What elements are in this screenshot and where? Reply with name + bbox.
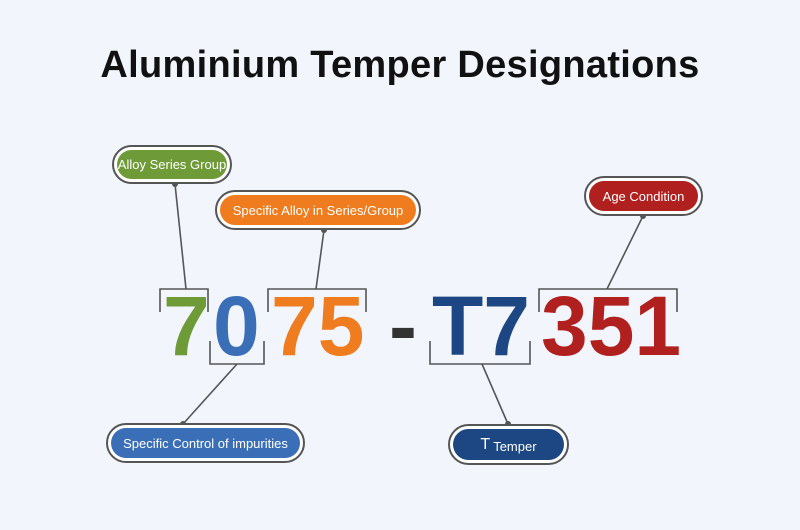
bracket-temper <box>429 341 531 365</box>
label-specific-alloy: Specific Alloy in Series/Group <box>215 190 421 230</box>
age-condition-digits: 351 <box>541 279 681 373</box>
bracket-alloy-series <box>159 288 209 312</box>
bracket-specific-alloy <box>267 288 367 312</box>
label-alloy-series-group-text: Alloy Series Group <box>117 150 227 179</box>
connector-impurities <box>182 363 238 425</box>
page-title: Aluminium Temper Designations <box>100 44 700 86</box>
alloy-series-digit: 7 <box>163 279 210 373</box>
connector-alloy-series <box>174 183 187 290</box>
label-impurities-text: Specific Control of impurities <box>111 428 300 458</box>
bracket-age-condition <box>538 288 678 312</box>
impurity-control-digit: 0 <box>213 279 260 373</box>
connector-specific-alloy <box>315 229 325 290</box>
label-temper-letter: T <box>480 435 491 453</box>
separator-dash: - <box>389 279 417 373</box>
label-age-condition: Age Condition <box>584 176 703 216</box>
label-temper-word: Temper <box>493 438 537 454</box>
specific-alloy-digits: 75 <box>271 279 364 373</box>
label-age-condition-text: Age Condition <box>589 181 698 211</box>
temper-code: T7 <box>432 279 530 373</box>
connector-temper <box>481 363 509 425</box>
label-temper-inner: T Temper <box>453 429 564 460</box>
label-alloy-series-group: Alloy Series Group <box>112 145 232 184</box>
label-impurities: Specific Control of impurities <box>106 423 305 463</box>
label-temper: T Temper <box>448 424 569 465</box>
label-specific-alloy-text: Specific Alloy in Series/Group <box>220 195 416 225</box>
connector-age-condition <box>606 215 644 290</box>
